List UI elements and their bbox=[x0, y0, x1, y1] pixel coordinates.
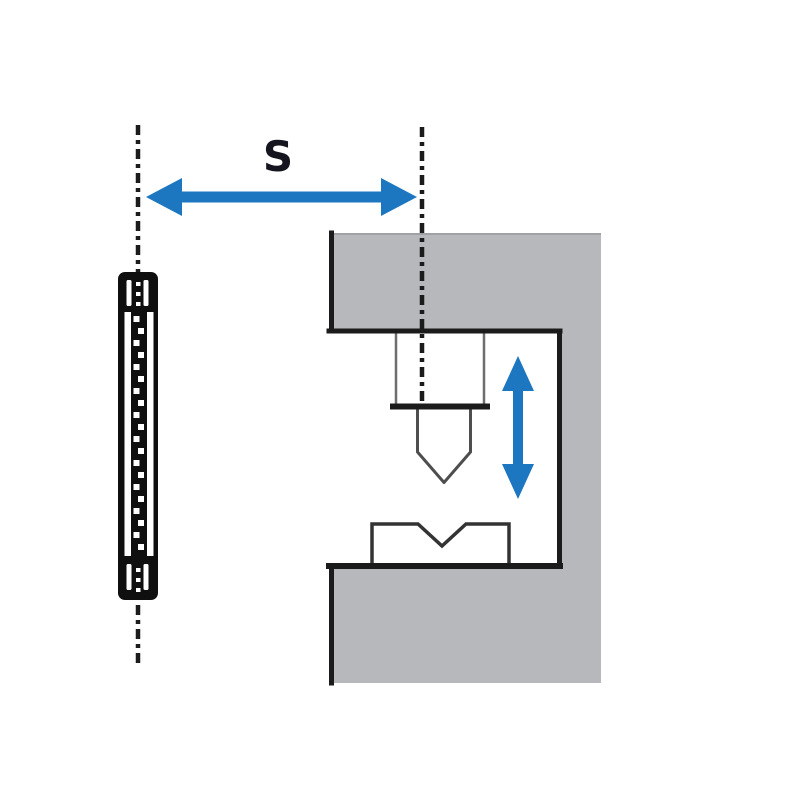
safety-light-curtain bbox=[118, 272, 158, 600]
frame-top-beam bbox=[329, 233, 601, 331]
safety-distance-arrow-icon bbox=[146, 178, 417, 216]
light-curtain-optics-strip bbox=[131, 314, 147, 554]
frame-base-block bbox=[329, 566, 601, 683]
distance-label: S bbox=[263, 132, 293, 181]
ram-motion-arrow-icon bbox=[502, 356, 534, 499]
light-curtain-bottom-cap bbox=[126, 564, 149, 592]
punch-holder bbox=[394, 330, 486, 408]
frame-outlines bbox=[326, 230, 563, 686]
punch-tool bbox=[416, 404, 472, 484]
light-curtain-right-stripe bbox=[147, 312, 154, 556]
light-curtain-left-stripe bbox=[124, 312, 131, 556]
press-frame bbox=[329, 233, 601, 683]
frame-right-column bbox=[557, 331, 601, 566]
v-die bbox=[370, 522, 511, 566]
light-curtain-top-cap bbox=[126, 280, 149, 306]
